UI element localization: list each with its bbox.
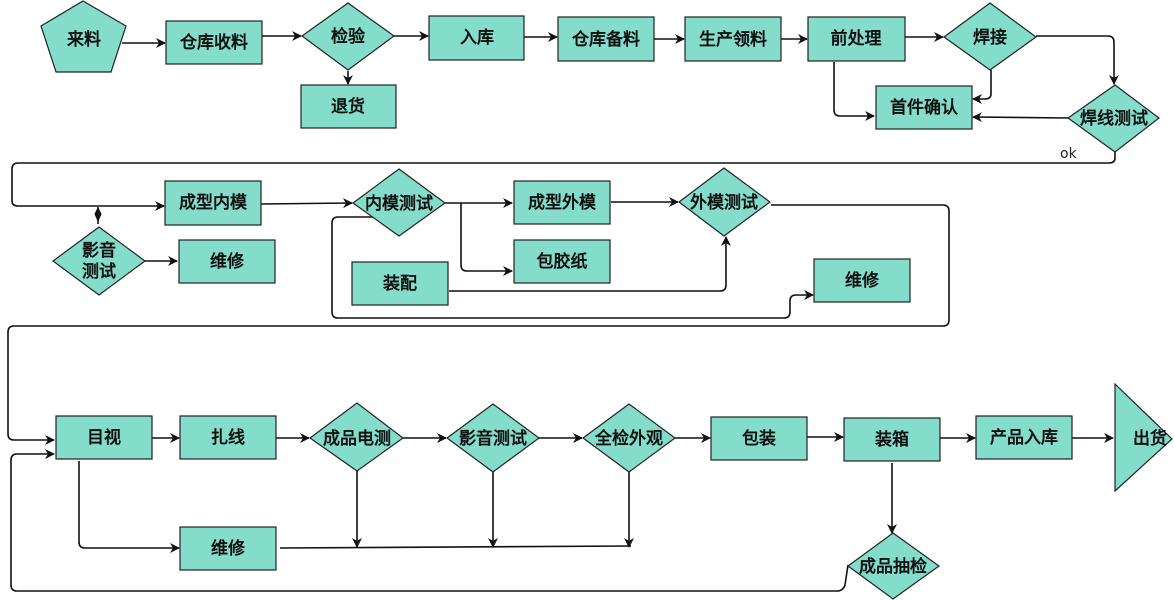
- connector-diamond-icon: [94, 206, 102, 223]
- node-warehousing[interactable]: 入库: [428, 15, 525, 61]
- svg-text:焊接: 焊接: [973, 27, 1007, 48]
- node-preprocessing[interactable]: 前处理: [807, 16, 906, 62]
- node-assembly[interactable]: 装配: [351, 261, 449, 306]
- svg-text:来料: 来料: [66, 29, 101, 50]
- node-incoming[interactable]: 来料: [40, 0, 127, 73]
- node-outer-mold-forming[interactable]: 成型外模: [513, 180, 611, 225]
- node-repair-2[interactable]: 维修: [813, 258, 911, 303]
- svg-text:装配: 装配: [382, 273, 417, 294]
- node-visual-check[interactable]: 目视: [55, 415, 153, 460]
- svg-text:全检外观: 全检外观: [594, 428, 663, 449]
- svg-text:维修: 维修: [845, 270, 880, 291]
- node-inner-mold-test[interactable]: 内模测试: [351, 168, 447, 237]
- svg-text:包胶纸: 包胶纸: [537, 251, 588, 272]
- node-production-picking[interactable]: 生产领料: [684, 16, 782, 62]
- node-warehouse-receiving[interactable]: 仓库收料: [165, 20, 263, 65]
- svg-text:成品抽检: 成品抽检: [859, 556, 927, 577]
- node-weld-wire-test[interactable]: 焊线测试: [1066, 84, 1160, 153]
- svg-text:出货: 出货: [1133, 428, 1167, 449]
- node-boxing[interactable]: 装箱: [843, 417, 941, 462]
- svg-text:外模测试: 外模测试: [690, 192, 758, 213]
- node-repair-1[interactable]: 维修: [178, 239, 276, 284]
- edge-repair-3-line: [279, 545, 632, 549]
- node-av-test-1[interactable]: 影音 测试: [51, 206, 147, 296]
- svg-text:首件确认: 首件确认: [890, 97, 959, 118]
- svg-text:扎线: 扎线: [211, 427, 245, 448]
- edge-welding-to-wire-test: [1036, 35, 1119, 85]
- node-product-warehousing[interactable]: 产品入库: [975, 415, 1073, 460]
- node-wire-tying[interactable]: 扎线: [179, 415, 277, 460]
- node-av-test-2[interactable]: 影音测试: [445, 403, 541, 473]
- node-shipping[interactable]: 出货: [1114, 382, 1173, 493]
- node-first-article-confirm[interactable]: 首件确认: [875, 85, 973, 130]
- svg-text:目视: 目视: [87, 427, 121, 448]
- edges: [7, 31, 1119, 592]
- node-repair-3[interactable]: 维修: [179, 526, 277, 571]
- node-full-appearance-check[interactable]: 全检外观: [581, 403, 677, 473]
- svg-text:内模测试: 内模测试: [365, 193, 433, 214]
- edge-visual-to-repair-3: [78, 461, 180, 553]
- svg-text:影音: 影音: [82, 240, 116, 261]
- node-inspection[interactable]: 检验: [300, 2, 396, 71]
- svg-text:测试: 测试: [82, 261, 116, 282]
- node-wrap-tape[interactable]: 包胶纸: [513, 239, 611, 284]
- node-finished-sampling[interactable]: 成品抽检: [846, 532, 941, 600]
- node-warehouse-prep[interactable]: 仓库备料: [557, 16, 655, 62]
- svg-text:装箱: 装箱: [874, 429, 909, 450]
- svg-text:成型内模: 成型内模: [179, 192, 248, 213]
- edge-wire-test-ok-to-row2: [11, 152, 1116, 211]
- edge-welding-to-first-article: [972, 70, 992, 104]
- svg-text:产品入库: 产品入库: [990, 427, 1058, 448]
- node-inner-mold-forming[interactable]: 成型内模: [164, 180, 262, 226]
- edge-assembly-to-outer-test: [449, 236, 731, 292]
- nodes: 来料 仓库收料 检验 退货 入库 仓库备料 生产领料 前处理: [40, 0, 1173, 600]
- edge-outer-test-to-row3: [7, 204, 950, 445]
- svg-text:退货: 退货: [331, 96, 365, 117]
- node-outer-mold-test[interactable]: 外模测试: [678, 167, 772, 237]
- svg-text:成型外模: 成型外模: [528, 192, 597, 213]
- node-return-goods[interactable]: 退货: [300, 84, 397, 129]
- edge-preprocessing-to-first-article: [833, 62, 875, 121]
- edge-inner-test-to-wrap-tape: [460, 203, 513, 276]
- node-packaging[interactable]: 包装: [710, 416, 808, 461]
- edge-wire-test-to-first-article: [972, 112, 1069, 123]
- svg-text:仓库收料: 仓库收料: [179, 32, 248, 53]
- svg-text:维修: 维修: [211, 538, 246, 559]
- svg-text:前处理: 前处理: [831, 28, 882, 49]
- svg-text:包装: 包装: [742, 428, 776, 449]
- edge-inner-test-to-repair-2: [331, 216, 814, 319]
- svg-text:成品电测: 成品电测: [323, 428, 391, 449]
- edge-label-ok: ok: [1060, 146, 1078, 162]
- svg-text:影音测试: 影音测试: [459, 428, 527, 449]
- svg-text:焊线测试: 焊线测试: [1080, 108, 1148, 129]
- edge-sampling-to-visual: [10, 449, 849, 592]
- svg-text:检验: 检验: [331, 26, 366, 47]
- node-welding[interactable]: 焊接: [942, 2, 1038, 71]
- svg-text:生产领料: 生产领料: [699, 29, 767, 50]
- svg-text:仓库备料: 仓库备料: [571, 29, 640, 50]
- node-finished-electrical-test[interactable]: 成品电测: [308, 402, 405, 472]
- svg-text:维修: 维修: [210, 251, 245, 272]
- edge-inner-forming-to-inner-test: [260, 198, 353, 209]
- svg-text:入库: 入库: [460, 27, 494, 48]
